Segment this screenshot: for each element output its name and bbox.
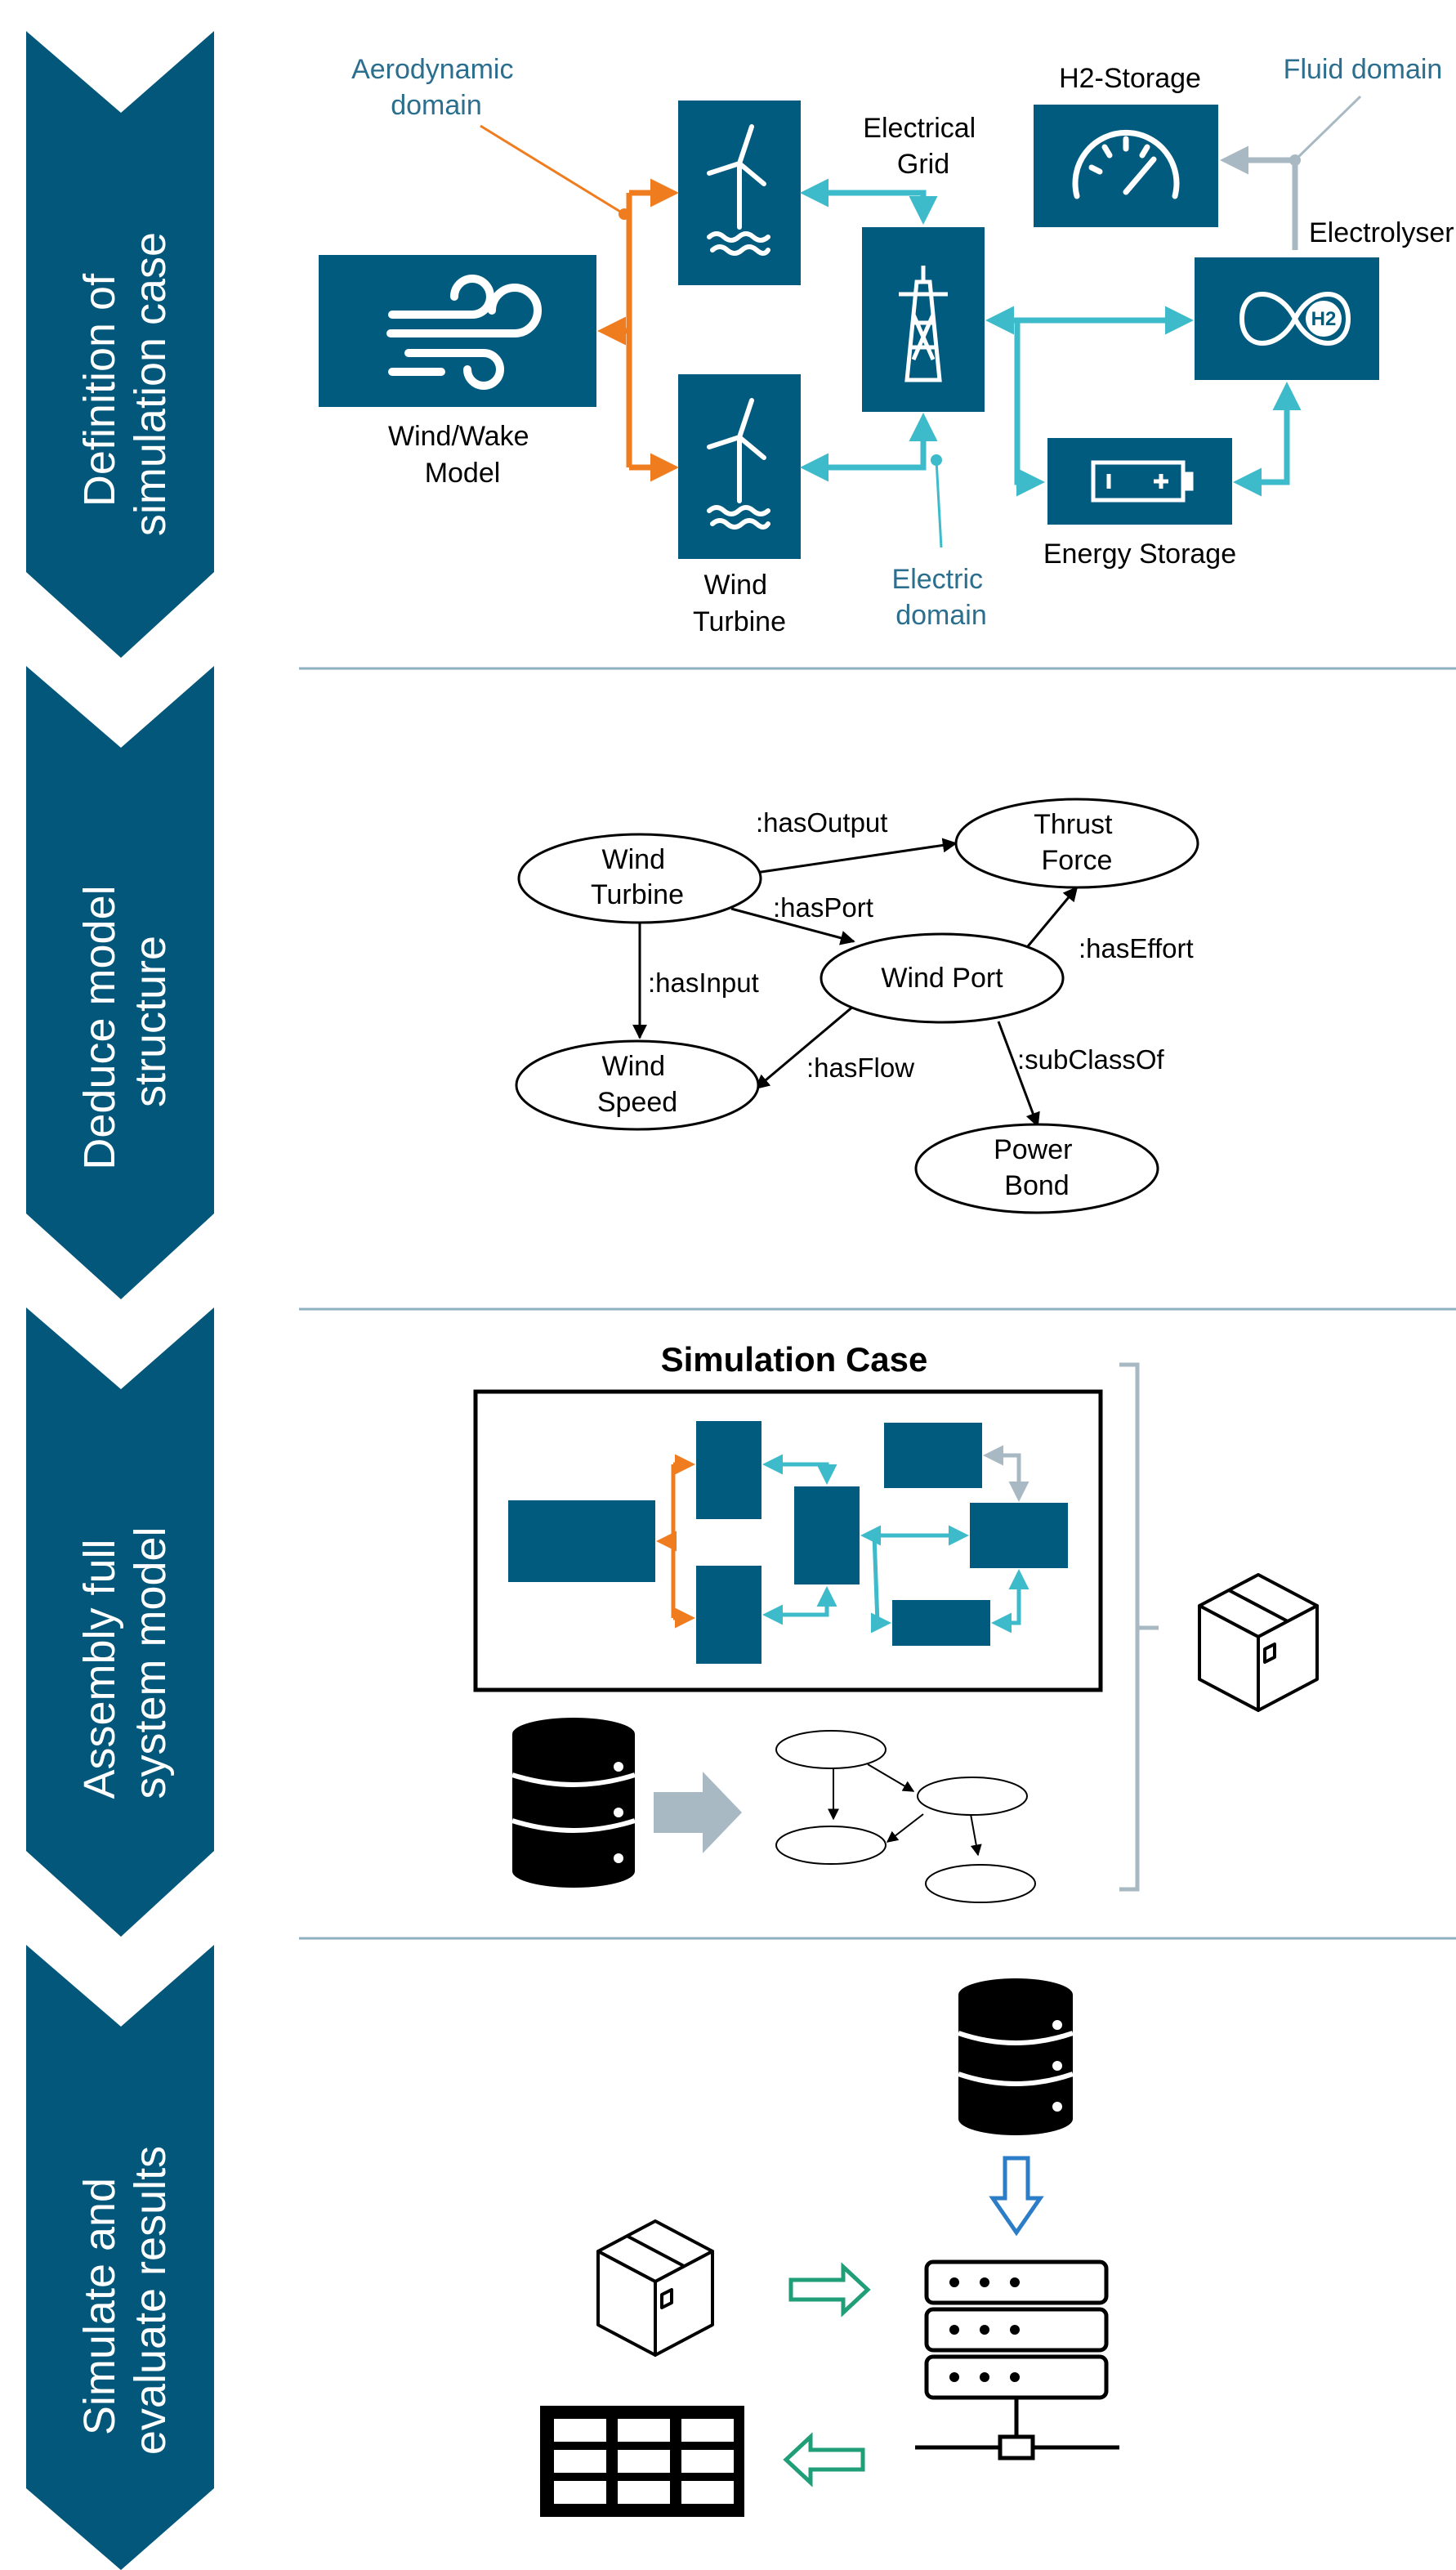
- node-wind-turbine: [517, 833, 762, 924]
- fluid-domain-label: Fluid domain: [1284, 54, 1443, 85]
- relation-subclass-of: :subClassOf: [1017, 1044, 1165, 1075]
- wind-turbine-icon: [707, 398, 770, 530]
- step-1-label: Definition of simulation case: [75, 232, 175, 536]
- wind-turbine-icon: [707, 124, 770, 256]
- wind-wake-model-label: Wind/Wake Model: [388, 421, 537, 489]
- section-simulate: [540, 1978, 1119, 2517]
- mini-wind-model: [508, 1500, 655, 1582]
- down-arrow-icon: [989, 2156, 1044, 2237]
- right-arrow-icon: [788, 2262, 871, 2317]
- relation-has-flow: :hasFlow: [806, 1053, 914, 1083]
- ontology-edges: [632, 838, 1079, 1128]
- step-4-label: Simulate and evaluate results: [75, 2146, 175, 2455]
- step-2-label: Deduce model structure: [75, 873, 175, 1169]
- gauge-icon: [1072, 129, 1180, 199]
- electric-connections: [800, 178, 1302, 548]
- section-simulation-case: Wind/Wake Model Wind Turbine: [319, 54, 1454, 637]
- node-power-bond-label: Power Bond: [994, 1134, 1080, 1201]
- step-3-label: Assembly full system model: [75, 1526, 175, 1799]
- relation-has-port: :hasPort: [773, 892, 873, 923]
- aerodynamic-connections: [480, 124, 679, 482]
- mini-grid: [794, 1486, 860, 1584]
- aerodynamic-domain-label: Aerodynamic domain: [351, 54, 521, 121]
- power-pylon-icon: [899, 266, 948, 382]
- h2-storage-label: H2-Storage: [1059, 63, 1201, 94]
- chevron-step-2: [26, 666, 214, 1299]
- electrical-grid-label: Electrical Grid: [863, 113, 983, 180]
- node-wind-speed: [515, 1039, 760, 1131]
- section-model-structure: Wind Turbine Thrust Force Wind Port Wind…: [515, 798, 1199, 1214]
- merge-arrow-icon: [654, 1772, 742, 1853]
- mini-turbine-top: [696, 1421, 761, 1519]
- electrolyser-label: Electrolyser: [1309, 217, 1454, 248]
- electrolyser-block: [1195, 257, 1379, 380]
- server-icon: [915, 2259, 1119, 2460]
- energy-storage-block: [1047, 438, 1232, 525]
- h2-storage-block: [1034, 105, 1218, 227]
- package-box-icon: [596, 2219, 714, 2357]
- node-thrust-force: [954, 798, 1199, 889]
- database-icon: [958, 1978, 1074, 2135]
- node-wind-turbine-label: Wind Turbine: [591, 844, 684, 910]
- relation-has-effort: :hasEffort: [1079, 933, 1194, 963]
- mini-energy-storage: [892, 1600, 990, 1646]
- chevron-step-4: [26, 1945, 214, 2570]
- electrical-grid-block: [862, 227, 985, 412]
- chevron-step-1: [26, 31, 214, 658]
- mini-aerodynamic-connections: [656, 1454, 695, 1629]
- h2-badge: H2: [1311, 308, 1337, 330]
- energy-storage-label: Energy Storage: [1043, 539, 1236, 570]
- chevron-step-3: [26, 1307, 214, 1937]
- mini-h2-storage: [884, 1423, 982, 1488]
- wind-turbine-label: Wind Turbine: [693, 570, 786, 637]
- node-wind-port: [820, 932, 1065, 1024]
- process-chevrons: Definition of simulation case Deduce mod…: [26, 31, 214, 2570]
- node-power-bond: [914, 1123, 1159, 1214]
- node-thrust-force-label: Thrust Force: [1034, 809, 1120, 876]
- package-box-icon: [1198, 1573, 1319, 1712]
- fluid-connections: [1220, 95, 1362, 250]
- section-assembly: Simulation Case: [473, 1340, 1319, 1903]
- relation-has-input: :hasInput: [648, 968, 759, 998]
- mini-electrolyser: [970, 1503, 1068, 1568]
- relation-has-output: :hasOutput: [756, 807, 887, 838]
- mini-turbine-bottom: [696, 1566, 761, 1664]
- wind-icon: [386, 275, 542, 390]
- database-icon: [511, 1718, 636, 1888]
- node-wind-port-label: Wind Port: [881, 963, 1003, 994]
- electric-domain-label: Electric domain: [892, 564, 991, 631]
- simulation-case-title: Simulation Case: [661, 1340, 928, 1379]
- mini-fluid-connections: [983, 1445, 1029, 1502]
- assembly-bracket: [1119, 1362, 1159, 1892]
- mini-ontology-graph: [775, 1730, 1036, 1903]
- mini-electric-connections: [762, 1454, 1029, 1634]
- battery-icon: [1091, 460, 1194, 503]
- node-wind-speed-label: Wind Speed: [597, 1051, 677, 1118]
- table-grid-icon: [540, 2406, 744, 2517]
- left-arrow-icon: [783, 2432, 865, 2487]
- hydrogen-icon: [1239, 292, 1351, 346]
